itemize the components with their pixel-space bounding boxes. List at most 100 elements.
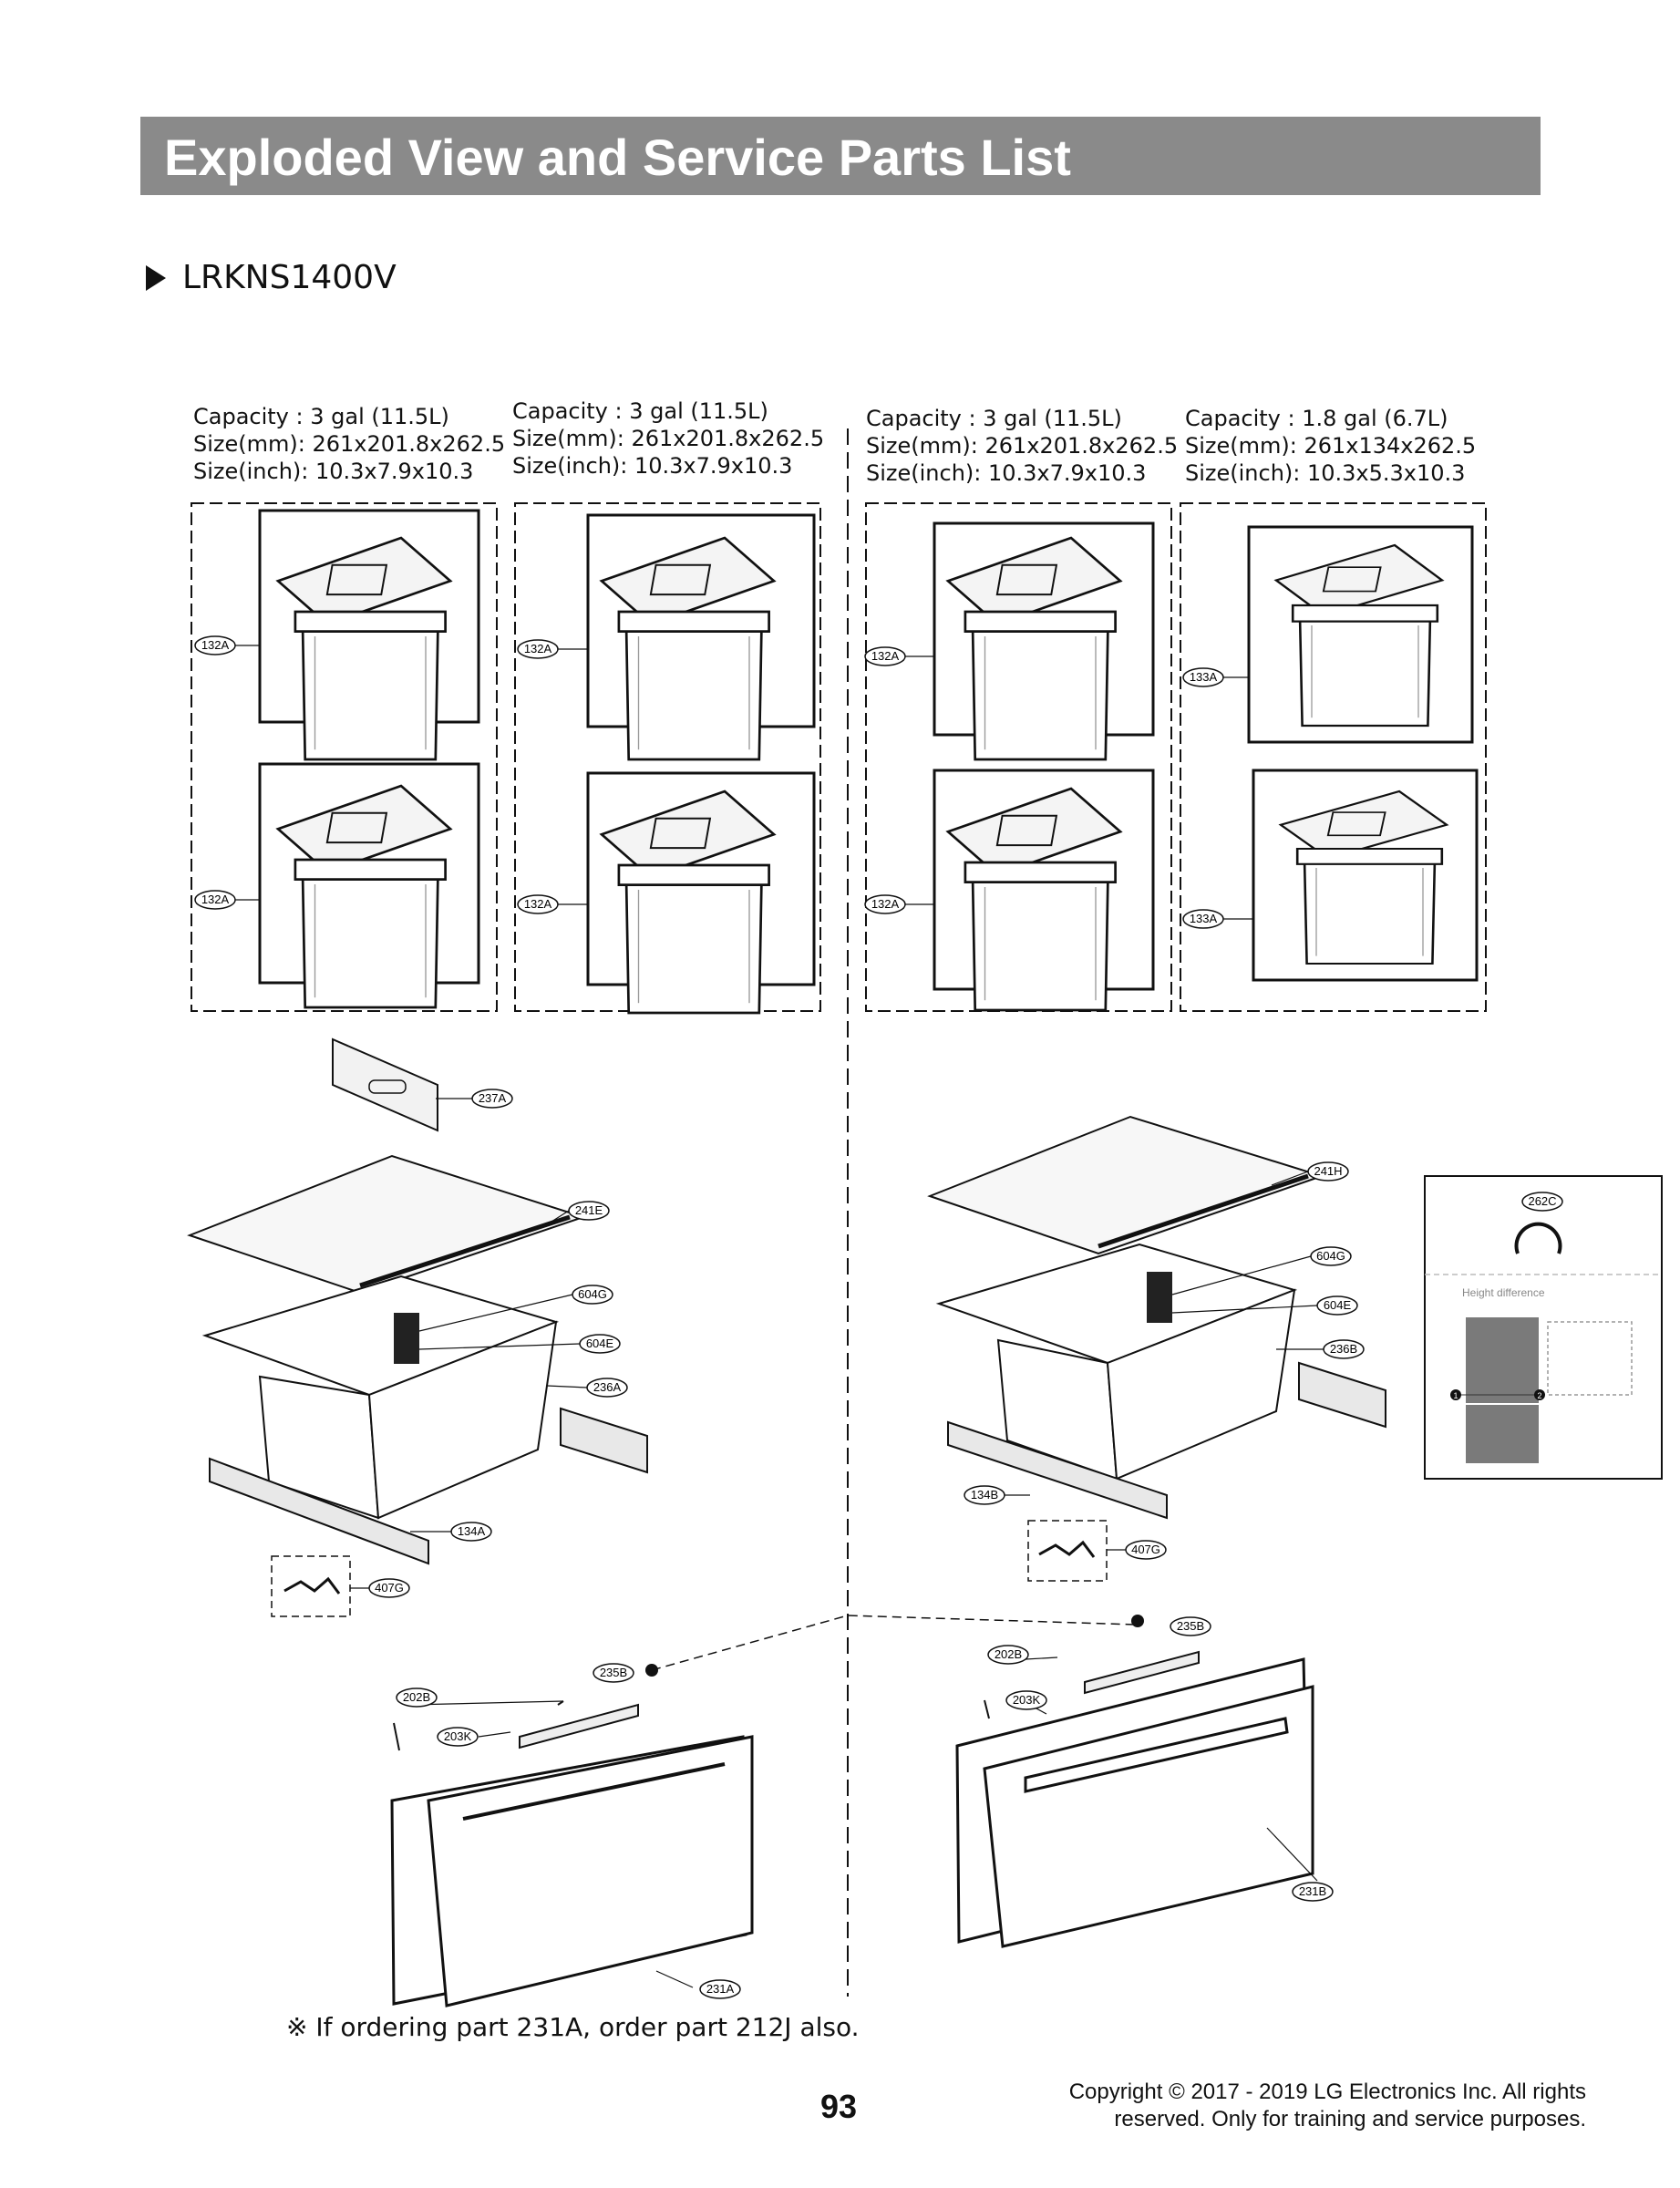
left-door	[390, 1700, 754, 2007]
bin-4-bottom	[1252, 769, 1479, 982]
callout-203k: 203K	[1005, 1690, 1047, 1710]
svg-text:132A: 132A	[524, 642, 552, 655]
svg-text:235B: 235B	[1177, 1619, 1204, 1633]
svg-text:236B: 236B	[1330, 1342, 1357, 1356]
svg-text:134A: 134A	[458, 1524, 486, 1538]
bin-spec-3: Capacity : 3 gal (11.5L) Size(mm): 261x2…	[866, 405, 1178, 487]
capacity-text: Capacity : 1.8 gal (6.7L)	[1185, 406, 1448, 431]
page-title: Exploded View and Service Parts List	[164, 129, 1071, 186]
size-inch-text: Size(inch): 10.3x7.9x10.3	[866, 460, 1147, 486]
clip-icon	[1514, 1222, 1562, 1254]
bin-1-bottom	[258, 762, 480, 1009]
model-name: LRKNS1400V	[182, 259, 397, 296]
size-mm-text: Size(mm): 261x201.8x262.5	[193, 431, 506, 457]
bin-4-top	[1247, 525, 1474, 744]
copyright-line-2: reserved. Only for training and service …	[1114, 2107, 1586, 2131]
inset-marker-1: 1	[1450, 1389, 1461, 1400]
callout-236a: 236A	[586, 1378, 628, 1398]
size-mm-text: Size(mm): 261x201.8x262.5	[866, 433, 1179, 459]
copyright-line-1: Copyright © 2017 - 2019 LG Electronics I…	[1068, 2080, 1586, 2104]
callout-203k: 203K	[437, 1727, 479, 1747]
left-divider-panel	[332, 1037, 438, 1132]
right-drawer-rail	[947, 1361, 1386, 1520]
left-drawer-cover	[187, 1154, 587, 1295]
page-number: 93	[820, 2088, 858, 2125]
svg-text:262C: 262C	[1528, 1194, 1556, 1208]
svg-text:203K: 203K	[1013, 1693, 1041, 1707]
bin-group-box-3	[865, 502, 1172, 1012]
left-bracket-kit	[271, 1555, 351, 1617]
svg-text:407G: 407G	[1131, 1543, 1160, 1556]
inset-label: Height difference	[1462, 1286, 1545, 1299]
svg-text:241E: 241E	[575, 1203, 603, 1217]
svg-text:236A: 236A	[593, 1380, 622, 1394]
callout-236b: 236B	[1323, 1339, 1365, 1359]
svg-text:237A: 237A	[479, 1091, 507, 1105]
svg-text:202B: 202B	[995, 1647, 1022, 1661]
svg-text:231B: 231B	[1299, 1884, 1326, 1898]
link-dot-right	[1131, 1615, 1144, 1627]
callout-202b: 202B	[987, 1645, 1029, 1665]
leader-lines	[235, 645, 1324, 1988]
callout-133a: 133A	[1182, 667, 1224, 687]
svg-text:133A: 133A	[1190, 912, 1218, 925]
right-door	[955, 1650, 1314, 1948]
svg-text:132A: 132A	[524, 897, 552, 911]
svg-text:604E: 604E	[1324, 1298, 1352, 1312]
svg-text:407G: 407G	[375, 1581, 404, 1595]
bin-group-box-4	[1180, 502, 1487, 1012]
svg-text:202B: 202B	[403, 1690, 430, 1704]
footnote: ※ If ordering part 231A, order part 212J…	[286, 2012, 860, 2042]
size-inch-text: Size(inch): 10.3x7.9x10.3	[512, 453, 793, 479]
callout-235b: 235B	[593, 1663, 634, 1683]
callout-407g: 407G	[368, 1578, 410, 1598]
bin-group-box-1	[191, 502, 498, 1012]
svg-text:231A: 231A	[706, 1982, 735, 1996]
callout-132a: 132A	[864, 646, 906, 666]
callout-132a: 132A	[864, 894, 906, 914]
callout-132a: 132A	[194, 635, 236, 655]
callout-132a: 132A	[517, 639, 559, 659]
callout-407g: 407G	[1125, 1540, 1167, 1560]
bin-1-top	[258, 509, 480, 761]
callout-133a: 133A	[1182, 909, 1224, 929]
svg-text:203K: 203K	[444, 1729, 472, 1743]
callout-237a: 237A	[471, 1089, 513, 1109]
svg-text:132A: 132A	[871, 897, 900, 911]
link-dot-left	[645, 1664, 658, 1677]
svg-text:132A: 132A	[201, 638, 230, 652]
inset-panel	[1424, 1175, 1663, 1480]
right-drawer-body	[935, 1243, 1298, 1481]
svg-text:132A: 132A	[201, 893, 230, 906]
size-inch-text: Size(inch): 10.3x5.3x10.3	[1185, 460, 1466, 486]
link-line	[651, 1615, 1136, 1671]
svg-text:134B: 134B	[971, 1488, 998, 1502]
capacity-text: Capacity : 3 gal (11.5L)	[512, 398, 768, 424]
inset-marker-2: 2	[1534, 1389, 1545, 1400]
svg-text:2: 2	[1537, 1391, 1541, 1400]
model-heading: LRKNS1400V	[146, 259, 397, 296]
svg-text:132A: 132A	[871, 649, 900, 663]
bin-3-bottom	[933, 769, 1155, 1012]
callout-604g: 604G	[572, 1285, 613, 1305]
bin-2-top	[586, 513, 816, 761]
svg-text:235B: 235B	[600, 1666, 627, 1679]
bin-2-bottom	[586, 771, 816, 1015]
svg-text:604E: 604E	[586, 1337, 614, 1350]
bin-spec-4: Capacity : 1.8 gal (6.7L) Size(mm): 261x…	[1185, 405, 1476, 487]
size-inch-text: Size(inch): 10.3x7.9x10.3	[193, 459, 474, 484]
capacity-text: Capacity : 3 gal (11.5L)	[866, 406, 1122, 431]
bin-3-top	[933, 521, 1155, 761]
bin-spec-2: Capacity : 3 gal (11.5L) Size(mm): 261x2…	[512, 397, 824, 480]
svg-text:1: 1	[1453, 1391, 1458, 1400]
svg-text:133A: 133A	[1190, 670, 1218, 684]
left-drawer-rail	[209, 1407, 648, 1565]
callout-241e: 241E	[568, 1201, 610, 1221]
bin-group-box-2	[514, 502, 821, 1012]
svg-text:604G: 604G	[1316, 1249, 1345, 1263]
callout-132a: 132A	[194, 890, 236, 910]
bin-spec-1: Capacity : 3 gal (11.5L) Size(mm): 261x2…	[193, 403, 505, 485]
callout-241h: 241H	[1307, 1161, 1349, 1182]
callout-262c: 262C	[1521, 1192, 1563, 1212]
